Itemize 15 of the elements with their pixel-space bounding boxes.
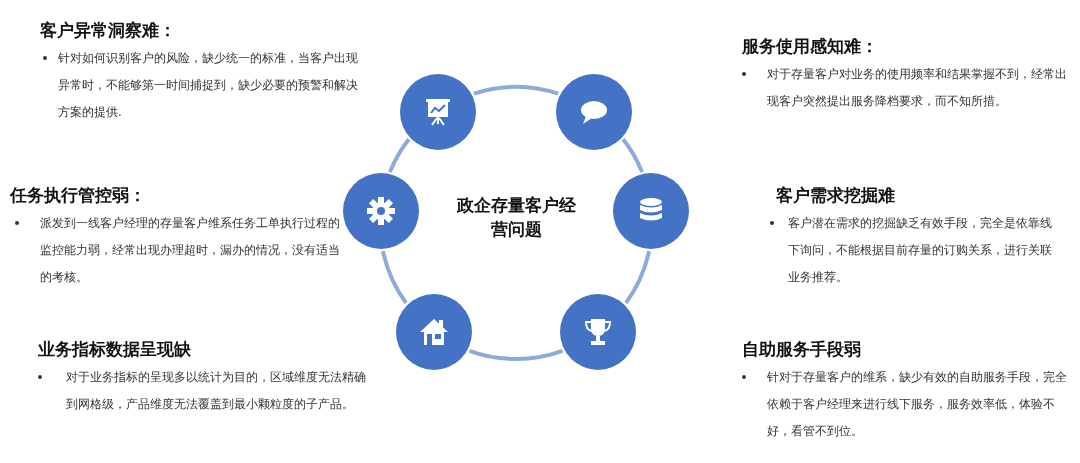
bullet-text: 客户潜在需求的挖掘缺乏有效手段，完全是依靠线下询问，不能根据目前存量的订购关系，进行关联业务推荐。 — [788, 215, 1053, 286]
bullet-text: 派发到一线客户经理的存量客户维系任务工单执行过程的监控能力弱，经常出现办理超时，漏办的情况，没有适当的考核。 — [40, 215, 340, 286]
icon-circle — [400, 73, 476, 150]
section-heading: 客户需求挖掘难 — [776, 184, 895, 207]
section-heading: 服务使用感知难： — [742, 35, 878, 58]
bullet-text: 针对于存量客户的维系，缺少有效的自助服务手段，完全依赖于客户经理来进行线下服务，服务效率低，体验不好，看管不到位。 — [767, 369, 1068, 440]
bullet-text: 对于存量客户对业务的使用频率和结果掌握不到，经常出现客户突然提出服务降档要求，而不知所措。 — [767, 66, 1068, 110]
section-heading: 客户异常洞察难： — [40, 19, 176, 42]
section-heading: 任务执行管控弱： — [10, 184, 146, 207]
bullet-text: 针对如何识别客户的风险，缺少统一的标准，当客户出现异常时，不能够第一时间捕捉到，缺少必要的预警和解决方案的提供. — [58, 50, 358, 121]
center-title: 政企存量客户经营问题 — [456, 193, 576, 241]
icon-circle — [556, 73, 632, 150]
bullet-text: 对于业务指标的呈现多以统计为目的，区域维度无法精确到网格级，产品维度无法覆盖到最小颗粒度的子产品。 — [66, 369, 367, 413]
section-heading: 业务指标数据呈现缺 — [38, 338, 191, 361]
section-heading: 自助服务手段弱 — [742, 338, 861, 361]
